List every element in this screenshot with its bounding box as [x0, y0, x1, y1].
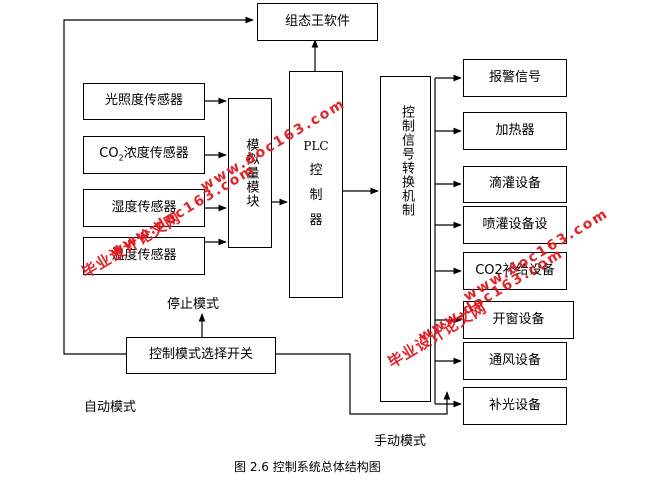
temperature-sensor-box: 温度传感器 — [83, 237, 205, 275]
sprinkler-box: 喷灌设备设 — [463, 206, 567, 244]
software-box: 组态王软件 — [257, 3, 378, 41]
converter-label: 控制信号转换机制 — [398, 105, 414, 217]
humidity-sensor-label: 湿度传感器 — [111, 199, 177, 215]
converter-box: 控制信号转换机制 — [380, 76, 431, 402]
heater-box: 加热器 — [463, 112, 567, 150]
alarm-label: 报警信号 — [488, 69, 541, 85]
plc-box: PLC 控 制 器 — [289, 71, 343, 298]
plc-char-3: 器 — [309, 212, 323, 228]
stop-mode-label: 停止模式 — [167, 297, 220, 312]
analog-module-box: 模拟量模块 — [228, 98, 272, 248]
humidity-sensor-box: 湿度传感器 — [83, 189, 205, 227]
manual-mode-label: 手动模式 — [374, 434, 427, 449]
temperature-sensor-label: 温度传感器 — [111, 247, 177, 263]
ventilation-box: 通风设备 — [463, 342, 567, 380]
co2-supply-label: CO2补给设备 — [475, 262, 555, 278]
software-label: 组态王软件 — [284, 13, 350, 29]
sprinkler-label: 喷灌设备设 — [482, 216, 548, 232]
auto-mode-label: 自动模式 — [84, 400, 137, 415]
window-box: 开窗设备 — [463, 301, 574, 339]
plc-char-1: 控 — [309, 162, 323, 178]
co2-sensor-box: CO2浓度传感器 — [83, 136, 205, 174]
plc-latin-label: PLC — [303, 139, 329, 154]
analog-module-label: 模拟量模块 — [243, 138, 259, 208]
co2-sensor-label: CO2浓度传感器 — [99, 146, 189, 163]
heater-label: 加热器 — [495, 122, 535, 138]
ventilation-label: 通风设备 — [488, 352, 541, 368]
mode-switch-label: 控制模式选择开关 — [148, 347, 253, 363]
plc-char-2: 制 — [309, 187, 323, 203]
light-sensor-label: 光照度传感器 — [104, 93, 183, 109]
drip-irrigation-box: 滴灌设备 — [463, 166, 567, 203]
window-label: 开窗设备 — [492, 311, 545, 327]
alarm-box: 报警信号 — [463, 59, 567, 97]
drip-irrigation-label: 滴灌设备 — [488, 176, 541, 192]
supplemental-light-label: 补光设备 — [488, 397, 541, 413]
supplemental-light-box: 补光设备 — [463, 387, 567, 425]
figure-caption: 图 2.6 控制系统总体结构图 — [234, 460, 381, 474]
light-sensor-box: 光照度传感器 — [83, 83, 205, 120]
mode-switch-box: 控制模式选择开关 — [126, 337, 276, 374]
co2-supply-box: CO2补给设备 — [463, 252, 567, 290]
